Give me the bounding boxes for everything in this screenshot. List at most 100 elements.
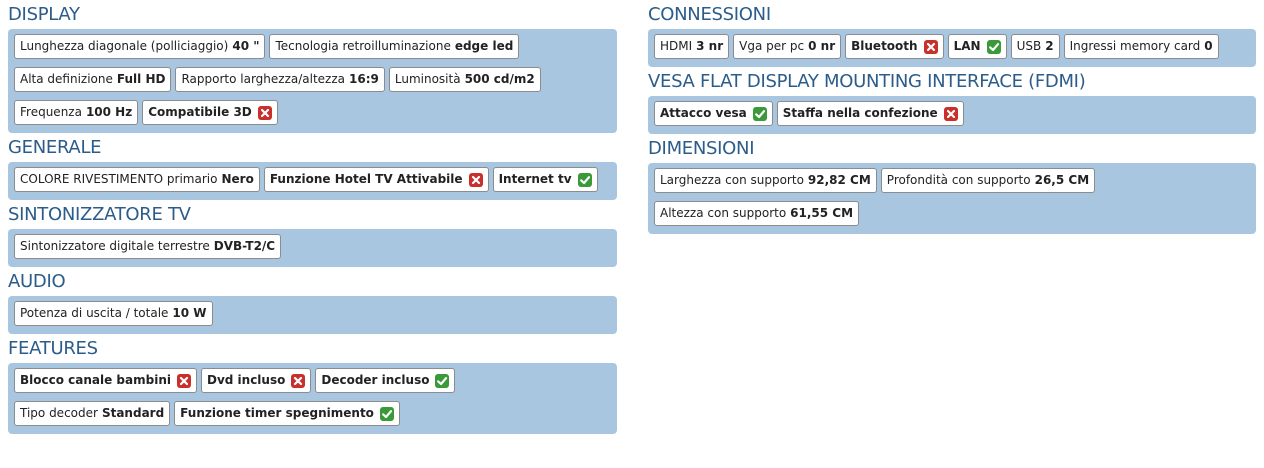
left-column: DISPLAY Lunghezza diagonale (polliciaggio… bbox=[8, 0, 617, 434]
section-title: VESA FLAT DISPLAY MOUNTING INTERFACE (FD… bbox=[648, 71, 1086, 92]
spec-label: Sintonizzatore digitale terrestre bbox=[20, 239, 210, 253]
spec-value: 2 bbox=[1045, 39, 1054, 53]
spec-label: Blocco canale bambini bbox=[20, 373, 171, 387]
spec-label: Compatibile 3D bbox=[148, 105, 252, 119]
spec-label: Internet tv bbox=[498, 172, 572, 186]
spec-panel: Lunghezza diagonale (polliciaggio)40 "Te… bbox=[8, 29, 617, 133]
spec-value: DVB-T2/C bbox=[213, 239, 276, 253]
spec-label: Tipo decoder bbox=[20, 406, 98, 420]
spec-value: 61,55 CM bbox=[790, 206, 854, 220]
spec-value: 10 W bbox=[172, 306, 207, 320]
spec-value: 26,5 CM bbox=[1034, 173, 1090, 187]
spec-label: Attacco vesa bbox=[660, 106, 747, 120]
spec-label: Altezza con supporto bbox=[660, 206, 787, 220]
x-mark-icon bbox=[923, 39, 938, 54]
section-title: FEATURES bbox=[8, 338, 98, 359]
spec-label: LAN bbox=[953, 39, 981, 53]
spec-value: edge led bbox=[454, 39, 514, 53]
section-vesa-flat-display-mounting-interface-fdmi: VESA FLAT DISPLAY MOUNTING INTERFACE (FD… bbox=[648, 71, 1256, 134]
section-title: CONNESSIONI bbox=[648, 4, 771, 25]
spec-label: Potenza di uscita / totale bbox=[20, 306, 169, 320]
spec-chip-blocco-canale-bambini: Blocco canale bambini bbox=[14, 368, 197, 393]
section-features: FEATURES Blocco canale bambini Dvd incluso… bbox=[8, 338, 617, 434]
spec-label: Funzione Hotel TV Attivabile bbox=[269, 172, 463, 186]
check-mark-icon bbox=[435, 373, 450, 388]
spec-value: 500 cd/m2 bbox=[464, 72, 535, 86]
spec-value: 40 " bbox=[232, 39, 260, 53]
spec-chip-funzione-timer-spegnimento: Funzione timer spegnimento bbox=[174, 401, 400, 426]
spec-label: Staffa nella confezione bbox=[782, 106, 938, 120]
x-mark-icon bbox=[257, 105, 272, 120]
spec-label: Vga per pc bbox=[739, 39, 805, 53]
spec-chip-dvd-incluso: Dvd incluso bbox=[200, 368, 312, 393]
spec-chip-lunghezza-diagonale-polliciaggio: Lunghezza diagonale (polliciaggio)40 " bbox=[14, 34, 266, 59]
spec-value: 100 Hz bbox=[85, 105, 133, 119]
spec-value: 92,82 CM bbox=[807, 173, 871, 187]
spec-chip-funzione-hotel-tv-attivabile: Funzione Hotel TV Attivabile bbox=[263, 167, 489, 192]
spec-chip-lan: LAN bbox=[947, 34, 1007, 59]
section-title: GENERALE bbox=[8, 137, 102, 158]
section-title: AUDIO bbox=[8, 271, 66, 292]
spec-value: 3 nr bbox=[696, 39, 724, 53]
spec-chip-internet-tv: Internet tv bbox=[492, 167, 598, 192]
spec-label: Profondità con supporto bbox=[886, 173, 1031, 187]
spec-chip-compatibile-3d: Compatibile 3D bbox=[142, 100, 278, 125]
spec-value: 0 bbox=[1204, 39, 1213, 53]
spec-label: Larghezza con supporto bbox=[660, 173, 804, 187]
spec-label: Dvd incluso bbox=[206, 373, 286, 387]
spec-chip-bluetooth: Bluetooth bbox=[845, 34, 944, 59]
spec-value: Full HD bbox=[116, 72, 166, 86]
spec-label: HDMI bbox=[660, 39, 693, 53]
spec-chip-attacco-vesa: Attacco vesa bbox=[654, 101, 773, 126]
spec-label: Lunghezza diagonale (polliciaggio) bbox=[20, 39, 229, 53]
check-mark-icon bbox=[379, 406, 394, 421]
x-mark-icon bbox=[291, 373, 306, 388]
spec-label: Alta definizione bbox=[20, 72, 113, 86]
spec-label: Rapporto larghezza/altezza bbox=[181, 72, 345, 86]
section-title: SINTONIZZATORE TV bbox=[8, 204, 191, 225]
spec-chip-staffa-nella-confezione: Staffa nella confezione bbox=[776, 101, 964, 126]
spec-label: Frequenza bbox=[20, 105, 82, 119]
section-title: DISPLAY bbox=[8, 4, 80, 25]
check-mark-icon bbox=[986, 39, 1001, 54]
spec-label: Ingressi memory card bbox=[1069, 39, 1201, 53]
spec-label: COLORE RIVESTIMENTO primario bbox=[20, 172, 218, 186]
x-mark-icon bbox=[943, 106, 958, 121]
spec-value: Nero bbox=[221, 172, 254, 186]
x-mark-icon bbox=[468, 172, 483, 187]
spec-chip-decoder-incluso: Decoder incluso bbox=[315, 368, 456, 393]
spec-panel: Blocco canale bambini Dvd incluso Decoder … bbox=[8, 363, 617, 434]
spec-label: USB bbox=[1016, 39, 1042, 53]
spec-label: Bluetooth bbox=[851, 39, 918, 53]
spec-label: Luminosità bbox=[394, 72, 461, 86]
section-display: DISPLAY Lunghezza diagonale (polliciaggio… bbox=[8, 4, 617, 133]
section-title: DIMENSIONI bbox=[648, 138, 755, 159]
spec-label: Tecnologia retroilluminazione bbox=[275, 39, 451, 53]
spec-value: Standard bbox=[101, 406, 165, 420]
spec-label: Decoder incluso bbox=[321, 373, 430, 387]
